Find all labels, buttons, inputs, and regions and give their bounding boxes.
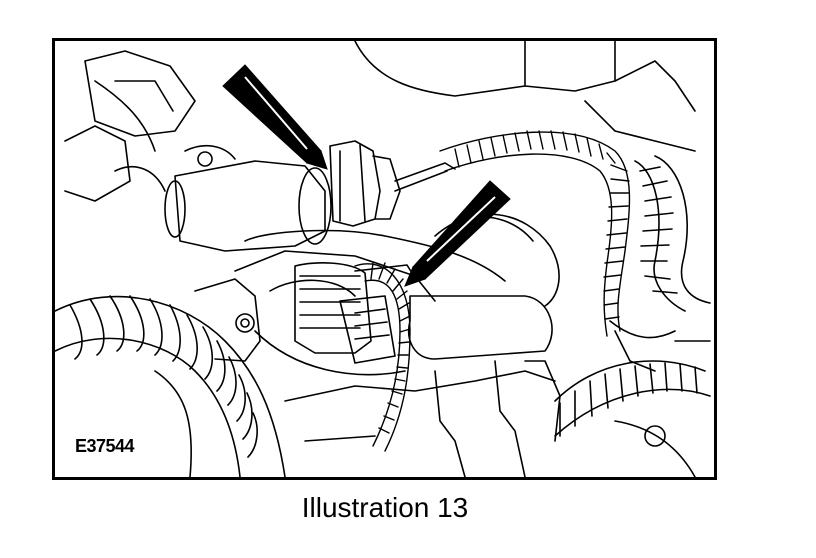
callout-arrow-upper-left <box>222 64 328 170</box>
upper-left-bracket <box>64 50 196 202</box>
illustration-reference-code: E37544 <box>73 435 137 457</box>
right-hoses <box>554 155 711 437</box>
callout-arrow-center <box>404 180 511 287</box>
lower-bay-details <box>154 340 711 477</box>
upper-connector <box>329 140 456 227</box>
throttle-body-housing <box>194 229 506 376</box>
lower-left-hose <box>55 80 286 477</box>
illustration-caption: Illustration 13 <box>301 492 469 523</box>
upper-harness-loom <box>439 130 631 337</box>
engine-wiring-line-drawing <box>55 41 711 477</box>
lower-harness-loom <box>354 262 411 452</box>
technical-illustration-frame: E37544 <box>52 38 717 480</box>
lower-connector <box>294 262 418 364</box>
upper-right-housing <box>354 41 696 152</box>
sensor-body <box>114 144 332 252</box>
center-sensor-plate <box>408 213 560 360</box>
